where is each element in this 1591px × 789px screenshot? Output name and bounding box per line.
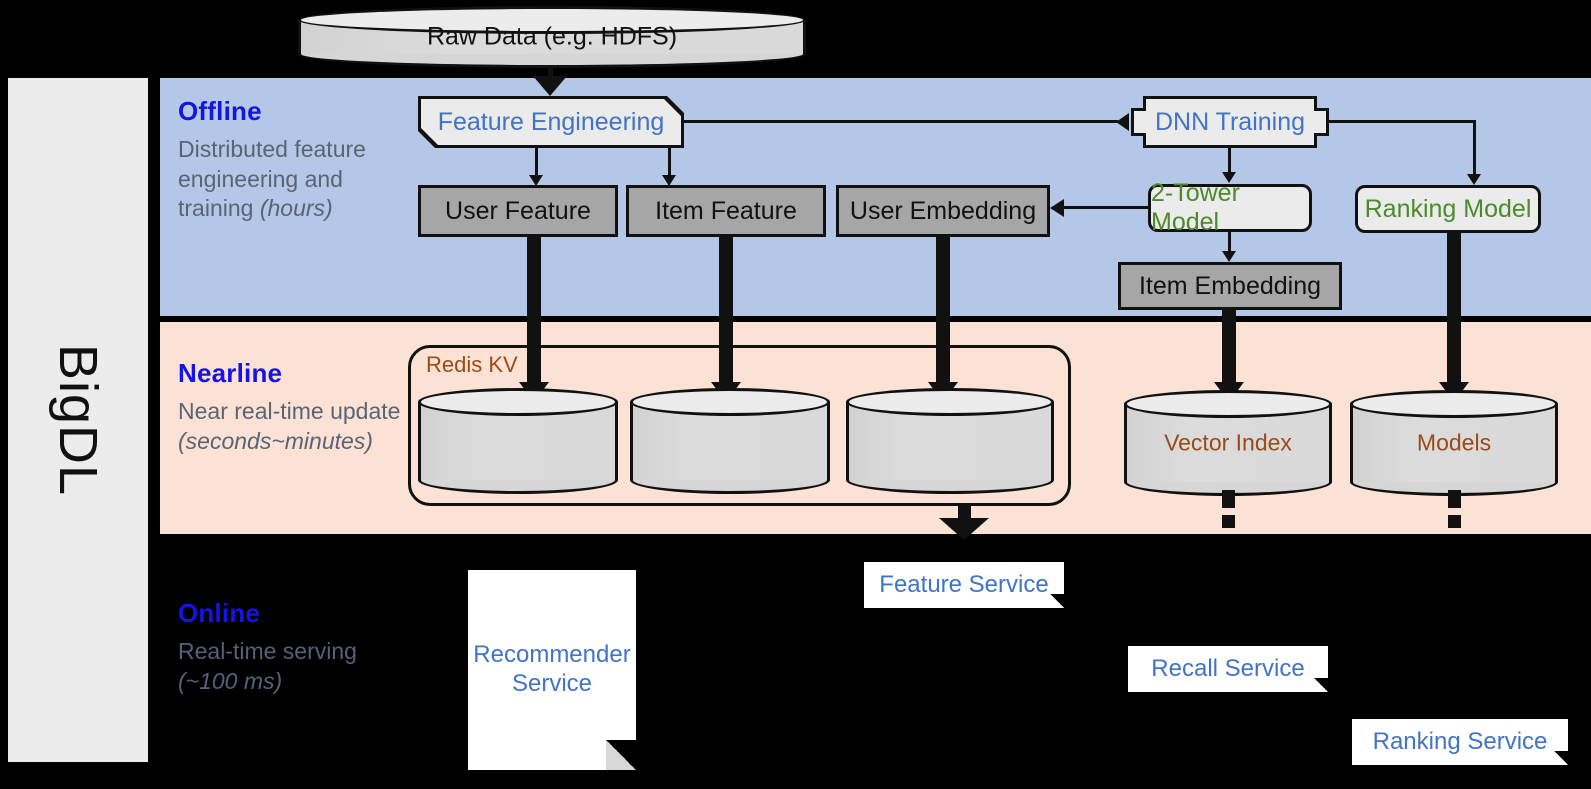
edge-fe-to-dnn (684, 120, 1118, 123)
feature-engineering-box[interactable]: Feature Engineering (421, 99, 681, 145)
stub-redis-to-featureservice (958, 506, 971, 520)
offline-subtitle: Distributed feature engineering and trai… (178, 136, 366, 222)
vector-index-label: Vector Index (1164, 429, 1292, 456)
arrowhead-fe-to-dnn (1116, 113, 1129, 131)
edge-twotower-to-userembedding (1063, 206, 1148, 209)
recall-service-label: Recall Service (1151, 654, 1305, 682)
arrowhead-redis-to-featureservice (939, 518, 989, 540)
redis-kv-label: Redis KV (426, 352, 518, 377)
feature-service-label: Feature Service (879, 570, 1049, 598)
cylinder-top (1350, 390, 1558, 418)
nearline-band-text: Nearline Near real-time update (seconds~… (178, 358, 408, 456)
nearline-subtitle: Near real-time update (seconds~minutes) (178, 398, 401, 454)
cylinder-top (418, 388, 618, 416)
recall-service-box[interactable]: Recall Service (1128, 646, 1328, 692)
dnn-training-box[interactable]: DNN Training (1134, 99, 1326, 145)
recommender-service-box[interactable]: Recommender Service (468, 570, 636, 770)
online-subtitle: Real-time serving (~100 ms) (178, 638, 357, 694)
page-fold-shade (606, 740, 636, 770)
arrowhead-fe-to-itemfeature (662, 175, 676, 186)
ranking-service-label: Ranking Service (1372, 727, 1548, 755)
item-embedding-box[interactable]: Item Embedding (1118, 262, 1342, 310)
cylinder-top (630, 388, 830, 416)
feature-engineering-border: Feature Engineering (418, 96, 684, 148)
bigdl-sidebar: BigDL (8, 78, 148, 762)
page-fold-icon (1050, 594, 1064, 608)
online-band-text: Online Real-time serving (~100 ms) (178, 598, 388, 696)
arrowhead-dnn-to-rankingmodel (1467, 174, 1481, 185)
feature-service-box[interactable]: Feature Service (864, 562, 1064, 608)
page-fold-icon (1314, 678, 1328, 692)
arrowhead-fe-to-userfeature (529, 175, 543, 186)
ranking-model-box[interactable]: Ranking Model (1355, 185, 1541, 233)
raw-data-label: Raw Data (e.g. HDFS) (426, 22, 678, 51)
stub-models-2 (1448, 515, 1461, 528)
cylinder-top (846, 388, 1054, 416)
pipe-userfeature-to-store1 (527, 237, 541, 390)
edge-fe-to-itemfeature (668, 148, 671, 177)
item-feature-box[interactable]: Item Feature (626, 185, 826, 237)
stub-vectorindex-2 (1222, 515, 1235, 528)
models-cylinder[interactable]: Models (1350, 390, 1558, 496)
arrowhead-rawdata-to-fe (533, 76, 567, 96)
pipe-userembedding-to-store3 (936, 237, 950, 390)
pipe-itemembedding-to-vectorindex (1222, 310, 1236, 390)
redis-store-1[interactable] (418, 388, 618, 494)
user-feature-box[interactable]: User Feature (418, 185, 618, 237)
recommender-service-label: Recommender Service (473, 641, 631, 697)
cylinder-top (1124, 390, 1332, 418)
arrowhead-twotower-to-userembedding (1050, 199, 1064, 217)
redis-store-2[interactable] (630, 388, 830, 494)
edge-rawdata-to-fe (548, 66, 553, 78)
edge-dnn-to-rankingmodel-h (1329, 120, 1476, 123)
user-embedding-box[interactable]: User Embedding (836, 185, 1050, 237)
stub-models-1 (1448, 490, 1461, 508)
redis-kv-group (408, 345, 1071, 506)
pipe-rankingmodel-to-models (1447, 233, 1461, 390)
edge-dnn-to-twotower (1228, 148, 1231, 174)
edge-fe-to-userfeature (535, 148, 538, 177)
vector-index-cylinder[interactable]: Vector Index (1124, 390, 1332, 496)
edge-twotower-to-itemembedding (1228, 232, 1231, 254)
pipe-itemfeature-to-store2 (719, 237, 733, 390)
ranking-service-box[interactable]: Ranking Service (1352, 719, 1568, 765)
redis-store-3[interactable] (846, 388, 1054, 494)
dnn-training-border: DNN Training (1131, 96, 1329, 148)
page-fold-icon (1554, 751, 1568, 765)
arrowhead-twotower-to-itemembedding (1222, 251, 1236, 262)
offline-band-text: Offline Distributed feature engineering … (178, 96, 378, 224)
two-tower-model-box[interactable]: 2-Tower Model (1148, 179, 1312, 236)
cylinder-top (298, 6, 806, 34)
nearline-title: Nearline (178, 358, 283, 388)
stub-vectorindex-1 (1222, 490, 1235, 508)
models-label: Models (1416, 429, 1492, 456)
edge-dnn-to-rankingmodel-v (1473, 120, 1476, 176)
arrowhead-dnn-to-twotower (1222, 172, 1236, 183)
bigdl-label: BigDL (48, 343, 108, 497)
raw-data-cylinder: Raw Data (e.g. HDFS) (298, 6, 806, 68)
offline-title: Offline (178, 96, 262, 126)
online-title: Online (178, 598, 261, 628)
